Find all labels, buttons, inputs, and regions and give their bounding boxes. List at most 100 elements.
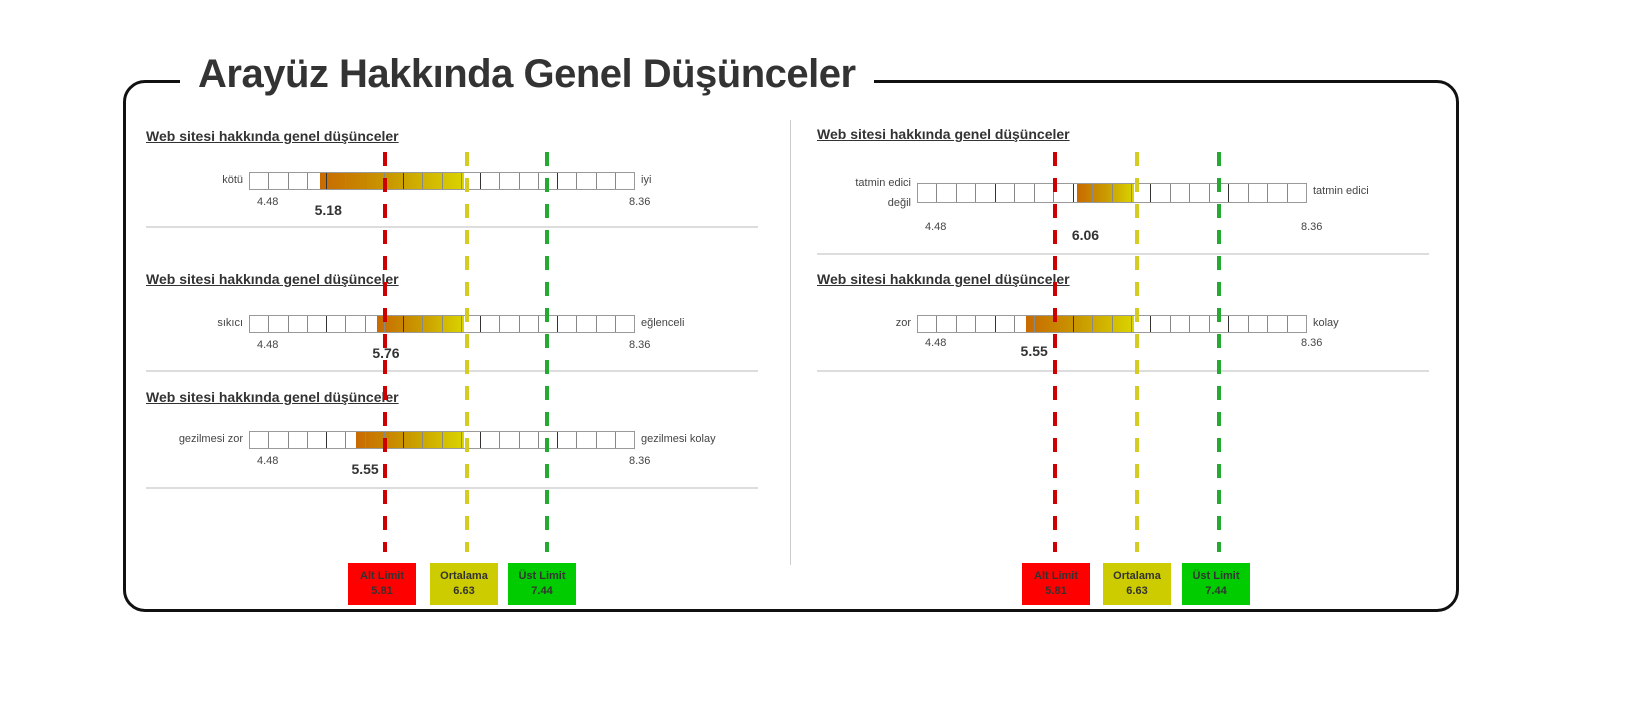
- mean-value-label: 6.06: [1071, 227, 1100, 243]
- section-separator: [146, 487, 758, 489]
- scale-max-label: 8.36: [1301, 337, 1323, 349]
- scale-cell: [1054, 316, 1074, 332]
- scale-cell: [366, 173, 385, 189]
- scale-min-label: 4.48: [257, 339, 279, 351]
- scale-cell: [539, 173, 558, 189]
- legend-label: Alt Limit: [1034, 570, 1078, 582]
- scale-cell: [1190, 184, 1210, 202]
- legend-value: 7.44: [1205, 585, 1227, 597]
- scale-cell: [1113, 316, 1132, 332]
- scale-cell: [462, 316, 481, 332]
- scale-cell: [481, 432, 501, 448]
- scale-cell: [500, 173, 520, 189]
- mean-value-label: 5.55: [1020, 343, 1048, 359]
- rating-bar: [917, 183, 1307, 203]
- scale-cell: [1268, 316, 1288, 332]
- scale-cell: [937, 316, 957, 332]
- low-label: zor: [895, 317, 911, 329]
- page-title: Arayüz Hakkında Genel Düşünceler: [180, 52, 874, 97]
- scale-max-label: 8.36: [629, 455, 651, 467]
- ust-limit-legend: Üst Limit 7.44: [1182, 563, 1250, 605]
- legend-label: Üst Limit: [518, 570, 566, 582]
- scale-cell: [385, 173, 404, 189]
- scale-cell: [423, 316, 443, 332]
- ust-limit-dashed-line: [545, 152, 550, 552]
- scale-max-label: 8.36: [1301, 221, 1323, 233]
- rating-bar: [249, 431, 635, 449]
- alt-limit-dashed-line: [1052, 152, 1057, 552]
- scale-cell: [597, 173, 616, 189]
- scale-cell: [558, 316, 578, 332]
- mean-value-label: 5.55: [351, 461, 379, 477]
- low-label: gezilmesi zor: [178, 433, 243, 445]
- alt-limit-dashed-line: [383, 152, 388, 552]
- scale-cell: [957, 184, 977, 202]
- scale-cell: [1171, 184, 1191, 202]
- legend-value: 6.63: [453, 585, 475, 597]
- scale-cell: [996, 184, 1016, 202]
- scale-min-label: 4.48: [925, 337, 947, 349]
- scale-cell: [1093, 184, 1113, 202]
- scale-cell: [1015, 184, 1035, 202]
- scale-cell: [1229, 184, 1249, 202]
- scale-cell: [918, 184, 938, 202]
- scale-cell: [423, 432, 443, 448]
- scale-cell: [250, 432, 270, 448]
- scale-cell: [289, 432, 308, 448]
- column-divider: [790, 120, 791, 565]
- question-heading: Web sitesi hakkında genel düşünceler: [146, 128, 399, 144]
- scale-cell: [597, 316, 616, 332]
- scale-cell: [918, 316, 938, 332]
- panel-frame: [123, 80, 1459, 612]
- legend-label: Üst Limit: [1192, 570, 1240, 582]
- scale-cell: [404, 316, 424, 332]
- scale-cell: [1171, 316, 1191, 332]
- scale-cell: [1074, 184, 1094, 202]
- scale-cell: [289, 173, 308, 189]
- scale-cell: [500, 432, 520, 448]
- scale-cell: [558, 173, 578, 189]
- scale-cell: [1035, 316, 1055, 332]
- legend-value: 5.81: [1045, 585, 1067, 597]
- scale-cell: [308, 173, 327, 189]
- scale-cell: [1288, 184, 1306, 202]
- question-heading: Web sitesi hakkında genel düşünceler: [146, 389, 399, 405]
- scale-cell: [520, 173, 539, 189]
- high-label: tatmin edici: [1313, 185, 1369, 197]
- scale-cell: [289, 316, 308, 332]
- scale-cell: [1151, 184, 1171, 202]
- scale-cell: [1015, 316, 1035, 332]
- scale-cell: [1190, 316, 1210, 332]
- low-label: tatmin edici değil: [855, 177, 911, 209]
- scale-cell: [385, 432, 404, 448]
- scale-cell: [1132, 316, 1152, 332]
- scale-cell: [937, 184, 957, 202]
- scale-cell: [1288, 316, 1306, 332]
- scale-cell: [520, 316, 539, 332]
- scale-cell: [539, 432, 558, 448]
- scale-cell: [996, 316, 1016, 332]
- scale-cell: [539, 316, 558, 332]
- scale-min-label: 4.48: [257, 196, 279, 208]
- scale-cell: [462, 432, 481, 448]
- high-label: gezilmesi kolay: [641, 433, 716, 445]
- scale-cell: [269, 316, 289, 332]
- value-range-fill: [319, 173, 464, 189]
- scale-cell: [1249, 316, 1269, 332]
- scale-cell: [327, 173, 347, 189]
- section-separator: [146, 370, 758, 372]
- scale-min-label: 4.48: [925, 221, 947, 233]
- scale-cell: [976, 184, 996, 202]
- scale-cell: [957, 316, 977, 332]
- scale-cell: [1210, 316, 1230, 332]
- scale-cell: [1229, 316, 1249, 332]
- scale-max-label: 8.36: [629, 196, 651, 208]
- section-separator: [817, 253, 1429, 255]
- scale-cell: [616, 173, 634, 189]
- high-label: kolay: [1313, 317, 1339, 329]
- scale-cell: [481, 173, 501, 189]
- scale-cell: [462, 173, 481, 189]
